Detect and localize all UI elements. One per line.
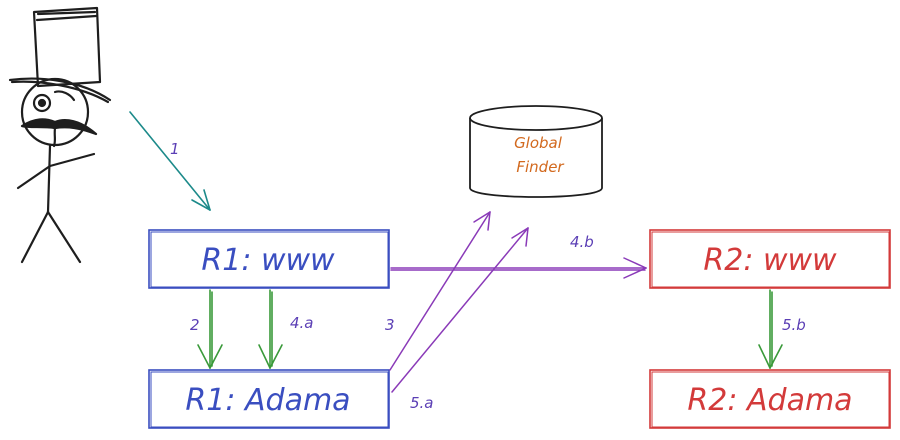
r1-www-label: R1: www [201, 243, 335, 278]
r1-www-node: R1: www [148, 229, 390, 289]
edge-label-4a: 4.a [290, 314, 314, 332]
edge-label-5a: 5.a [410, 394, 434, 412]
global-finder-label-line2: Finder [516, 158, 564, 176]
top-hat-stick-figure-icon [8, 6, 112, 264]
arrow-1 [129, 111, 211, 211]
r2-adama-node: R2: Adama [649, 369, 891, 429]
arrow-5a [391, 227, 529, 393]
edge-label-2: 2 [190, 316, 200, 334]
r1-adama-label: R1: Adama [185, 383, 350, 418]
global-finder-database: Global Finder [469, 105, 603, 198]
edge-label-4b: 4.b [570, 233, 594, 251]
edge-label-5b: 5.b [782, 316, 806, 334]
r1-adama-node: R1: Adama [148, 369, 390, 429]
arrow-2 [197, 289, 223, 369]
arrow-5b [758, 289, 783, 369]
arrow-3 [389, 211, 491, 371]
arrow-4a [258, 289, 283, 369]
arrow-4b [390, 257, 647, 279]
global-finder-label-line1: Global [514, 134, 563, 152]
edge-label-1: 1 [170, 140, 180, 158]
r2-www-label: R2: www [703, 243, 837, 278]
r2-www-node: R2: www [649, 229, 891, 289]
r2-adama-label: R2: Adama [687, 383, 852, 418]
edge-label-3: 3 [385, 316, 395, 334]
